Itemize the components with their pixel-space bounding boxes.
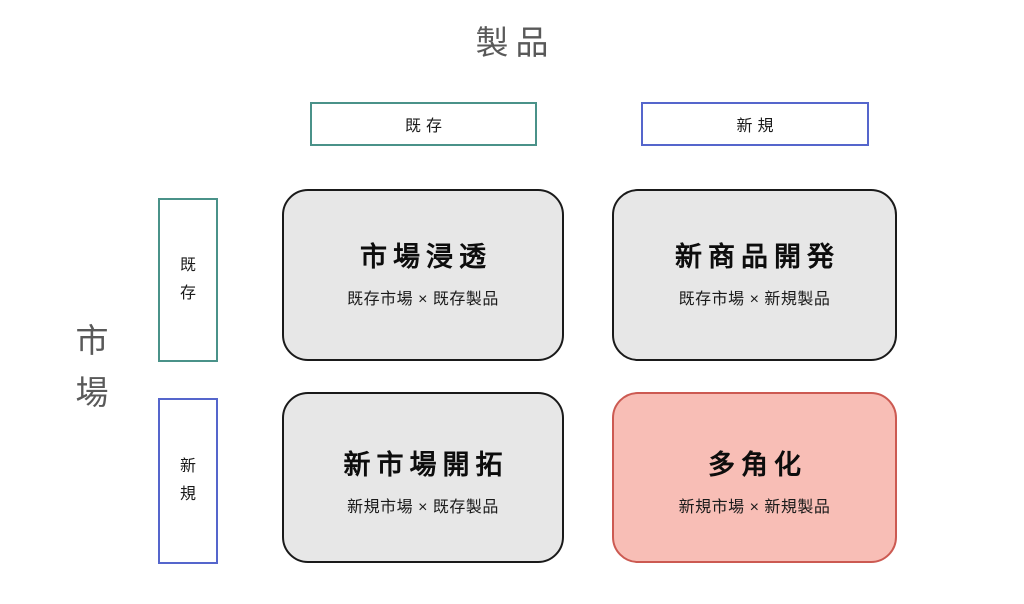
quadrant-new-market-development[interactable]: 新市場開拓 新規市場 × 既存製品	[282, 392, 564, 563]
column-header-new[interactable]: 新規	[641, 102, 869, 146]
row-header-new-char-2: 規	[179, 486, 196, 503]
column-header-existing[interactable]: 既存	[310, 102, 537, 146]
quadrant-new-product-development[interactable]: 新商品開発 既存市場 × 新規製品	[612, 189, 897, 361]
row-header-new-char-1: 新	[179, 458, 196, 475]
quadrant-market-penetration[interactable]: 市場浸透 既存市場 × 既存製品	[282, 189, 564, 361]
quadrant-diversification-title: 多角化	[708, 449, 807, 480]
market-axis-title: 市 場	[60, 315, 124, 419]
column-header-new-label: 新規	[736, 118, 779, 135]
quadrant-diversification-subtitle: 新規市場 × 新規製品	[678, 498, 831, 516]
market-axis-title-char-2: 場	[75, 374, 109, 411]
row-header-existing[interactable]: 既 存	[158, 198, 218, 362]
column-header-existing-label: 既存	[404, 118, 447, 135]
quadrant-diversification[interactable]: 多角化 新規市場 × 新規製品	[612, 392, 897, 563]
quadrant-new-product-development-subtitle: 既存市場 × 新規製品	[678, 291, 831, 308]
market-axis-title-char-1: 市	[75, 322, 109, 359]
row-header-existing-char-2: 存	[179, 285, 196, 302]
quadrant-market-penetration-subtitle: 既存市場 × 既存製品	[347, 291, 499, 308]
quadrant-new-product-development-title: 新商品開発	[675, 242, 840, 272]
quadrant-new-market-development-title: 新市場開拓	[343, 449, 509, 480]
quadrant-market-penetration-title: 市場浸透	[360, 242, 492, 272]
row-header-new[interactable]: 新 規	[158, 398, 218, 564]
row-header-existing-char-1: 既	[179, 257, 196, 274]
quadrant-new-market-development-subtitle: 新規市場 × 既存製品	[347, 498, 499, 516]
product-axis-title: 製品	[475, 24, 556, 61]
